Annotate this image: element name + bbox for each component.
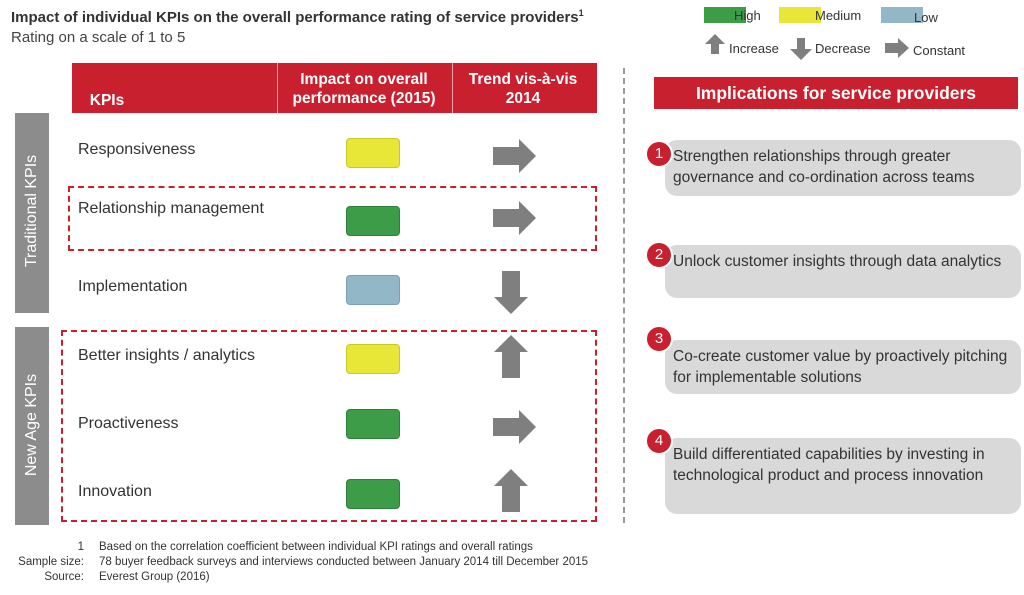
implication-text: Build differentiated capabilities by inv… <box>673 446 985 484</box>
header-divider <box>277 63 278 113</box>
legend-low-label: Low <box>914 10 938 25</box>
implication-number: 2 <box>645 241 673 269</box>
highlight-box <box>68 186 597 251</box>
impact-medium-pill <box>346 344 400 374</box>
implications-header: Implications for service providers <box>654 77 1018 109</box>
legend-high-label: High <box>734 8 761 23</box>
arrow-right-icon <box>885 38 909 58</box>
footnote-key: 1 <box>77 541 84 553</box>
kpi-better-insights: Better insights / analytics <box>78 347 255 364</box>
implication-text: Co-create customer value by proactively … <box>673 348 1008 386</box>
impact-high-pill <box>346 479 400 509</box>
header-kpis: KPIs <box>89 92 125 109</box>
arrow-right-icon <box>493 201 536 235</box>
arrow-right-icon <box>493 139 536 173</box>
legend-constant-label: Constant <box>913 43 966 58</box>
header-divider <box>452 63 453 113</box>
arrow-down-icon <box>494 271 528 314</box>
column-divider <box>623 68 625 523</box>
group-traditional-label: Traditional KPIs <box>23 154 40 268</box>
implication-item: Strengthen relationships through greater… <box>665 140 1021 196</box>
impact-medium-pill <box>346 138 400 168</box>
kpi-innovation: Innovation <box>78 483 152 500</box>
footnote-text: Based on the correlation coefficient bet… <box>99 541 533 553</box>
header-trend: Trend vis-à-vis 2014 <box>468 71 578 107</box>
footnote-key: Source: <box>44 571 84 583</box>
implication-item: Build differentiated capabilities by inv… <box>665 438 1021 514</box>
kpi-responsiveness: Responsiveness <box>78 141 196 158</box>
implication-item: Co-create customer value by proactively … <box>665 340 1021 394</box>
legend-medium-label: Medium <box>815 8 862 23</box>
page-title: Impact of individual KPIs on the overall… <box>11 8 584 26</box>
header-impact: Impact on overall performance (2015) <box>292 71 436 107</box>
legend-low-swatch <box>881 7 923 23</box>
impact-high-pill <box>346 409 400 439</box>
implication-text: Unlock customer insights through data an… <box>673 253 1002 270</box>
implication-number: 3 <box>645 325 673 353</box>
footnote-text: Everest Group (2016) <box>99 571 210 583</box>
arrow-up-icon <box>705 34 725 54</box>
impact-low-pill <box>346 275 400 305</box>
highlight-box <box>61 330 597 522</box>
legend-decrease-label: Decrease <box>815 41 871 56</box>
legend-high-swatch <box>704 7 746 23</box>
arrow-right-icon <box>493 410 536 444</box>
arrow-up-icon <box>494 335 528 378</box>
footnote-key: Sample size: <box>18 556 84 568</box>
kpi-implementation: Implementation <box>78 278 188 295</box>
implication-item: Unlock customer insights through data an… <box>665 245 1021 298</box>
legend-medium-swatch <box>779 7 821 23</box>
implication-number: 4 <box>645 427 673 455</box>
implication-text: Strengthen relationships through greater… <box>673 148 975 186</box>
kpi-relationship-management: Relationship management <box>78 200 264 217</box>
group-traditional-block <box>15 113 49 313</box>
group-newage-label: New Age KPIs <box>23 373 40 477</box>
footnote-text: 78 buyer feedback surveys and interviews… <box>99 556 589 568</box>
impact-high-pill <box>346 206 400 236</box>
table-header <box>72 63 597 113</box>
kpi-proactiveness: Proactiveness <box>78 415 179 432</box>
page-subtitle: Rating on a scale of 1 to 5 <box>11 29 186 46</box>
arrow-down-icon <box>790 38 812 60</box>
implication-number: 1 <box>645 140 673 168</box>
arrow-up-icon <box>494 469 528 512</box>
legend-increase-label: Increase <box>729 41 779 56</box>
group-newage-block <box>15 327 49 525</box>
